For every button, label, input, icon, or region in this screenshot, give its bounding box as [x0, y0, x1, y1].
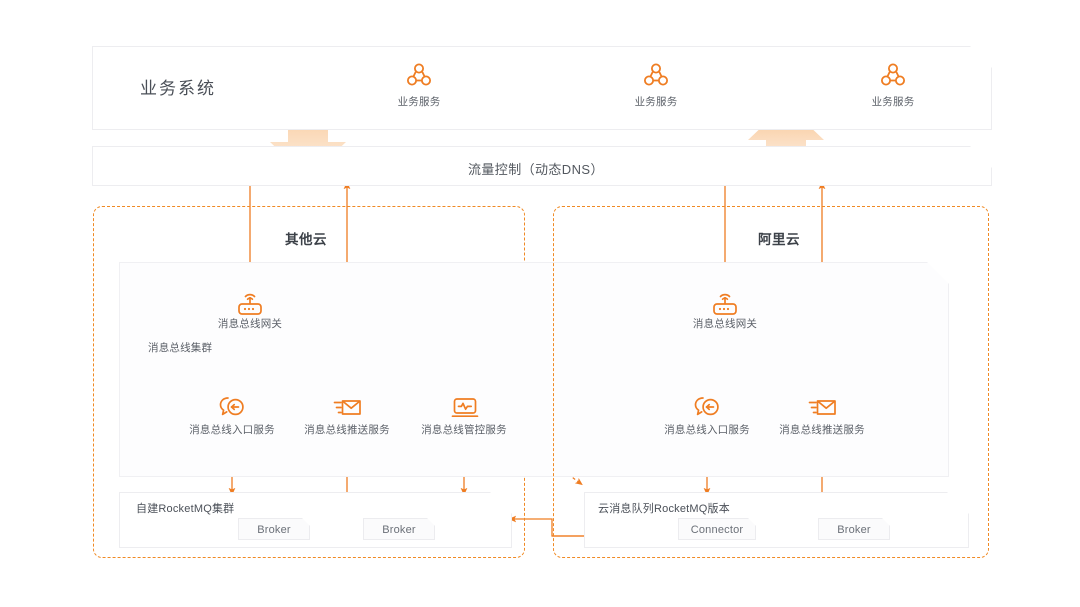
business-service-label-3: 业务服务 [871, 96, 915, 108]
rocketmq-cluster-title-left: 自建RocketMQ集群 [136, 503, 235, 515]
control-service-label-left: 消息总线管控服务 [421, 424, 507, 436]
rocketmq-cluster-panel-right [584, 492, 969, 548]
message-bubble-icon [693, 394, 723, 422]
envelope-send-icon [333, 394, 363, 422]
push-service-label-right: 消息总线推送服务 [779, 424, 865, 436]
envelope-send-icon [808, 394, 838, 422]
rocketmq-cluster-title-right: 云消息队列RocketMQ版本 [598, 503, 730, 515]
business-service-label-1: 业务服务 [397, 96, 441, 108]
gateway-label-left: 消息总线网关 [217, 318, 283, 330]
traffic-control-title: 流量控制（动态DNS） [468, 162, 604, 177]
traffic-control-band [92, 146, 992, 186]
broker-chip[interactable]: Broker [818, 518, 890, 540]
message-bus-cluster-panel-left [119, 262, 949, 477]
cloud-title-other-cloud: 其他云 [285, 232, 327, 247]
push-service-label-left: 消息总线推送服务 [304, 424, 390, 436]
broker-chip[interactable]: Broker [238, 518, 310, 540]
gateway-label-right: 消息总线网关 [692, 318, 758, 330]
broker-chip[interactable]: Broker [363, 518, 435, 540]
business-service-label-2: 业务服务 [634, 96, 678, 108]
cloud-title-alibaba-cloud: 阿里云 [758, 232, 800, 247]
message-bubble-icon [218, 394, 248, 422]
rocketmq-cluster-panel-left [119, 492, 512, 548]
cluster-nodes-icon [404, 60, 434, 90]
entry-service-label-left: 消息总线入口服务 [189, 424, 275, 436]
message-bus-cluster-label: 消息总线集群 [148, 342, 213, 354]
cloud-region-alibaba-cloud [553, 206, 989, 558]
monitor-pulse-icon [450, 394, 480, 422]
cluster-nodes-icon [641, 60, 671, 90]
connector-chip[interactable]: Connector [678, 518, 756, 540]
cluster-nodes-icon [878, 60, 908, 90]
entry-service-label-right: 消息总线入口服务 [664, 424, 750, 436]
router-wifi-icon [709, 288, 741, 318]
business-system-title: 业务系统 [140, 79, 216, 98]
router-wifi-icon [234, 288, 266, 318]
business-system-band [92, 46, 992, 130]
